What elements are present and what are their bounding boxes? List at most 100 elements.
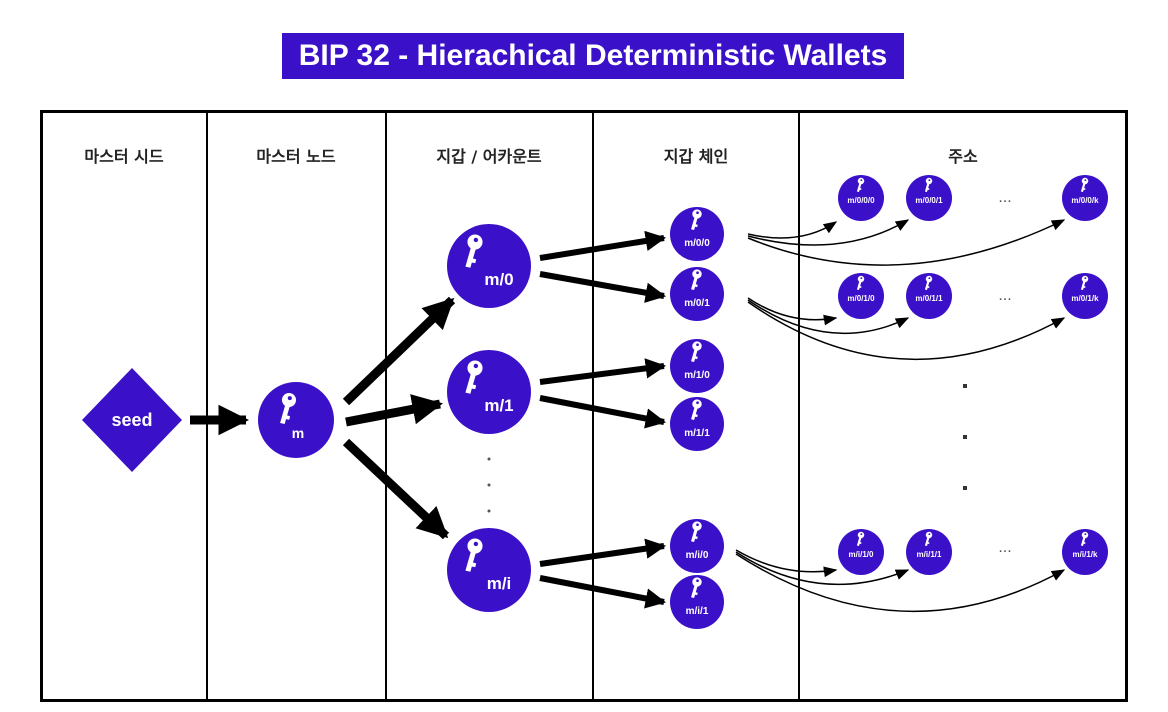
key-icon bbox=[856, 275, 865, 291]
key-icon bbox=[691, 341, 702, 363]
address-node-0-0: m/0/0/0 bbox=[838, 175, 884, 221]
key-icon bbox=[924, 177, 933, 193]
curve-m00-to-addr-0 bbox=[747, 221, 838, 239]
account-node-0-label: m/0 bbox=[484, 270, 513, 289]
column-header-account: 지갑 / 어카운트 bbox=[436, 147, 542, 166]
chain-node-2: m/1/0 bbox=[670, 339, 724, 393]
vertical-ellipsis-addresses bbox=[963, 384, 967, 490]
arrow-mi-to-mi0 bbox=[539, 538, 667, 567]
master-node-circle bbox=[258, 382, 334, 458]
address-node-0-2: m/0/0/k bbox=[1062, 175, 1108, 221]
chain-node-3: m/1/1 bbox=[670, 397, 724, 451]
seed-diamond bbox=[82, 368, 182, 472]
key-icon bbox=[691, 577, 702, 599]
address-node-2-2: m/i/1/k bbox=[1062, 529, 1108, 575]
address-row-ellipsis: ... bbox=[998, 539, 1011, 556]
chain-node-4-label: m/i/0 bbox=[686, 550, 709, 561]
account-node-0: m/0 bbox=[447, 224, 531, 308]
arrow-m0-to-m01 bbox=[539, 271, 667, 303]
key-icon bbox=[1080, 531, 1089, 547]
chain-node-1-label: m/0/1 bbox=[684, 298, 710, 309]
arrow-master-to-m1 bbox=[345, 394, 444, 427]
address-node-1-1: m/0/1/1 bbox=[906, 273, 952, 319]
account-node-1-label: m/1 bbox=[484, 396, 513, 415]
arrow-m1-to-m11 bbox=[539, 395, 667, 429]
chain-node-3-label: m/1/1 bbox=[684, 428, 710, 439]
chain-node-0: m/0/0 bbox=[670, 207, 724, 261]
address-node-2-2-label: m/i/1/k bbox=[1073, 550, 1098, 559]
address-node-0-1: m/0/0/1 bbox=[906, 175, 952, 221]
arrow-mi-to-mi1 bbox=[539, 575, 667, 609]
key-icon bbox=[856, 177, 865, 193]
chain-node-2-label: m/1/0 bbox=[684, 370, 710, 381]
address-node-0-2-label: m/0/0/k bbox=[1071, 196, 1099, 205]
account-node-2-label: m/i bbox=[487, 574, 512, 593]
diagram-frame bbox=[40, 110, 1128, 702]
address-node-1-1-circle bbox=[906, 273, 952, 319]
arrow-master-to-m0 bbox=[342, 296, 456, 406]
arrow-master-to-mi bbox=[342, 438, 450, 540]
key-icon bbox=[465, 538, 483, 572]
key-icon bbox=[691, 521, 702, 543]
address-node-0-1-label: m/0/0/1 bbox=[915, 196, 943, 205]
key-icon bbox=[465, 234, 483, 268]
address-node-0-0-circle bbox=[838, 175, 884, 221]
curve-m00-to-addr-k bbox=[747, 219, 1066, 266]
key-icon bbox=[924, 531, 933, 547]
chain-node-3-circle bbox=[670, 397, 724, 451]
key-icon bbox=[280, 392, 297, 425]
key-icon bbox=[1080, 177, 1089, 193]
address-node-1-2-label: m/0/1/k bbox=[1071, 294, 1099, 303]
seed-label: seed bbox=[111, 410, 152, 430]
address-node-2-1-label: m/i/1/1 bbox=[917, 550, 942, 559]
column-header-address: 주소 bbox=[948, 147, 978, 166]
curve-m01-to-addr-1 bbox=[747, 299, 910, 335]
key-icon bbox=[1080, 275, 1089, 291]
chain-node-5: m/i/1 bbox=[670, 575, 724, 629]
curve-m00-to-addr-1 bbox=[747, 219, 910, 246]
chain-node-1: m/0/1 bbox=[670, 267, 724, 321]
address-node-1-2: m/0/1/k bbox=[1062, 273, 1108, 319]
column-header-master-node: 마스터 노드 bbox=[256, 147, 335, 166]
chain-node-2-circle bbox=[670, 339, 724, 393]
address-node-1-0-circle bbox=[838, 273, 884, 319]
address-node-0-0-label: m/0/0/0 bbox=[847, 196, 875, 205]
master-node: m bbox=[258, 382, 334, 458]
address-node-1-2-circle bbox=[1062, 273, 1108, 319]
master-node-label: m bbox=[292, 425, 304, 441]
account-node-0-circle bbox=[447, 224, 531, 308]
key-icon bbox=[691, 209, 702, 231]
address-node-0-1-circle bbox=[906, 175, 952, 221]
chain-node-4: m/i/0 bbox=[670, 519, 724, 573]
account-node-1-circle bbox=[447, 350, 531, 434]
key-icon bbox=[856, 531, 865, 547]
curve-mi0-to-addr-k bbox=[735, 553, 1066, 613]
address-node-2-1: m/i/1/1 bbox=[906, 529, 952, 575]
chain-node-5-circle bbox=[670, 575, 724, 629]
key-icon bbox=[924, 275, 933, 291]
address-node-1-1-label: m/0/1/1 bbox=[915, 294, 943, 303]
curve-m01-to-addr-0 bbox=[747, 297, 838, 326]
account-node-1: m/1 bbox=[447, 350, 531, 434]
key-icon bbox=[691, 269, 702, 291]
address-node-2-0-circle bbox=[838, 529, 884, 575]
address-node-2-2-circle bbox=[1062, 529, 1108, 575]
key-icon bbox=[691, 399, 702, 421]
curve-m01-to-addr-k bbox=[747, 301, 1066, 361]
address-node-1-0-label: m/0/1/0 bbox=[847, 294, 875, 303]
address-node-2-1-circle bbox=[906, 529, 952, 575]
chain-node-1-circle bbox=[670, 267, 724, 321]
arrow-m1-to-m10 bbox=[539, 358, 667, 385]
curve-mi0-to-addr-0 bbox=[735, 549, 838, 578]
chain-node-0-circle bbox=[670, 207, 724, 261]
vertical-ellipsis-accounts bbox=[487, 457, 491, 513]
address-row-ellipsis: ... bbox=[998, 189, 1011, 206]
key-icon bbox=[465, 360, 483, 394]
account-node-2-circle bbox=[447, 528, 531, 612]
address-node-2-0: m/i/1/0 bbox=[838, 529, 884, 575]
chain-node-5-label: m/i/1 bbox=[686, 606, 709, 617]
address-node-1-0: m/0/1/0 bbox=[838, 273, 884, 319]
address-node-0-2-circle bbox=[1062, 175, 1108, 221]
account-node-2: m/i bbox=[447, 528, 531, 612]
